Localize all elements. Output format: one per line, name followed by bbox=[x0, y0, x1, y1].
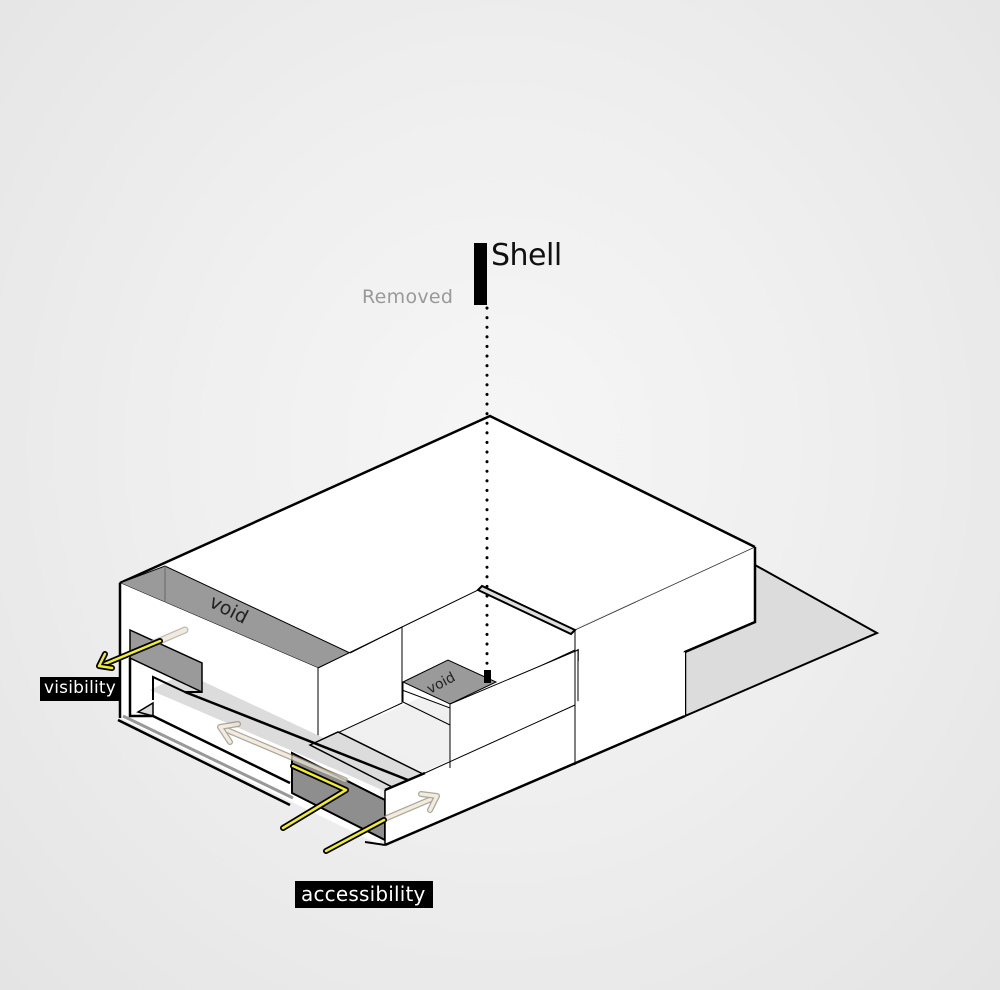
base-plinth-front bbox=[385, 652, 685, 845]
core-slot bbox=[476, 584, 577, 636]
shell-leader-endcap bbox=[484, 670, 491, 683]
visibility-arrow bbox=[96, 638, 163, 671]
visibility-label: visibility bbox=[40, 677, 121, 701]
interior-arrow-right bbox=[379, 791, 440, 823]
void-square-small bbox=[401, 659, 498, 705]
shell-removed-subtitle: Removed bbox=[362, 286, 454, 308]
interior-arrow-left bbox=[217, 721, 348, 783]
accessibility-path-2 bbox=[323, 817, 387, 854]
shell-title: Shell bbox=[491, 238, 562, 273]
accessibility-path-1 bbox=[280, 763, 349, 831]
roof-edge-back bbox=[119, 414, 756, 585]
corridor-inner-wall bbox=[152, 675, 202, 700]
accessibility-label: accessibility bbox=[295, 881, 433, 908]
shell-marker-bar bbox=[474, 243, 487, 305]
